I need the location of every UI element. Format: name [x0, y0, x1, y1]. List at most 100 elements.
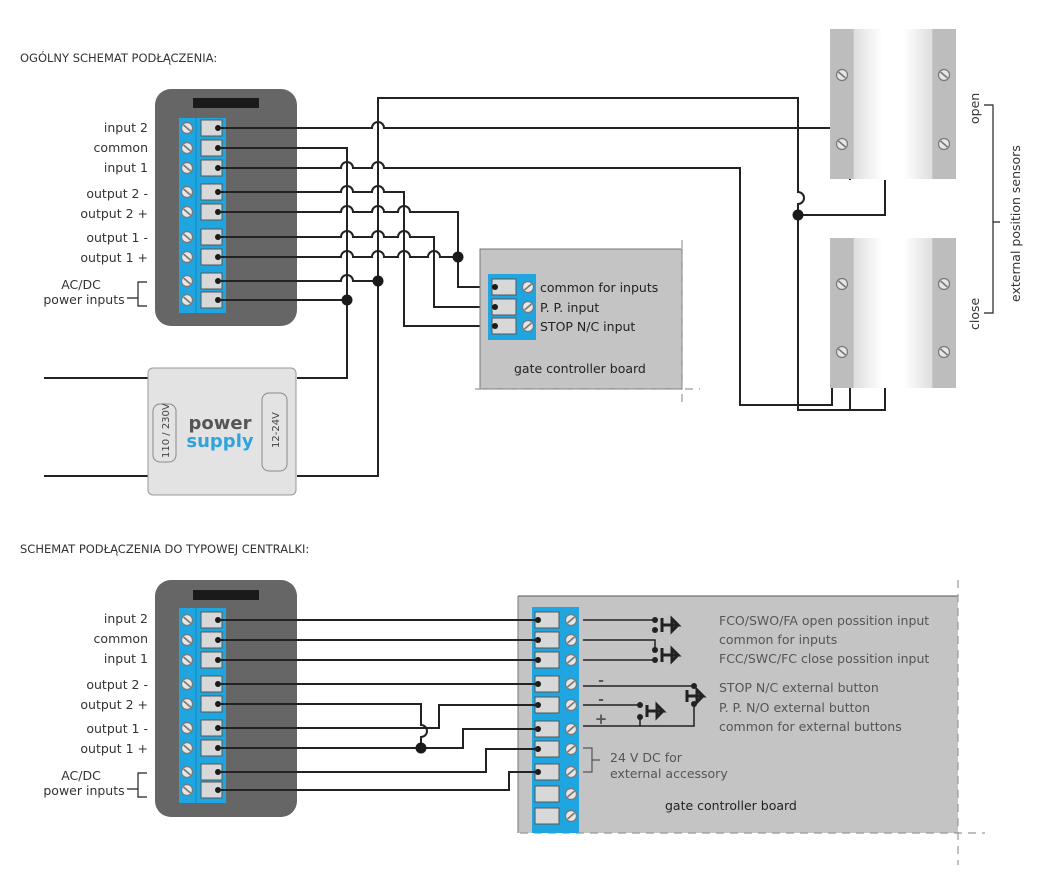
power-bracket — [127, 281, 147, 307]
wire-common-bus — [377, 97, 851, 411]
board-body — [518, 596, 958, 833]
junction-dot — [372, 275, 384, 287]
section1-wires — [44, 97, 886, 477]
wire-output1-plus — [218, 250, 458, 258]
label-output-1-plus: output 1 + — [80, 250, 148, 265]
wire-output1-plus — [218, 728, 538, 749]
terminal — [534, 785, 578, 803]
sensor-open-right — [904, 29, 956, 179]
label-output-2-plus: output 2 + — [80, 206, 148, 221]
position-sensors: open close external position sensors — [830, 29, 1023, 388]
terminal — [180, 159, 223, 177]
board-label-fco: FCO/SWO/FA open possition input — [719, 613, 929, 628]
label-output-2-minus: output 2 - — [86, 677, 148, 692]
terminal — [534, 675, 578, 693]
board-label-stop: STOP N/C input — [540, 319, 635, 334]
terminal — [534, 740, 578, 758]
gate-board-2: - - + FCO/SWO/FA open possition input co… — [517, 580, 985, 865]
stop-button-icon — [685, 686, 707, 706]
polarity-minus-2: - — [598, 692, 604, 708]
terminal-contact-dot — [492, 284, 498, 290]
wire-output1-minus — [218, 704, 538, 729]
module-connector — [193, 98, 259, 108]
supply-brand-power: power — [189, 413, 252, 434]
label-input-2: input 2 — [104, 120, 148, 135]
terminal — [180, 139, 223, 157]
supply-output-voltage: 12-24V — [271, 412, 282, 448]
module-labels: input 2 common input 1 output 2 - output… — [43, 120, 148, 307]
terminal — [180, 228, 223, 246]
section2-title: SCHEMAT PODŁĄCZENIA DO TYPOWEJ CENTRALKI… — [20, 542, 309, 556]
terminal-contact-dot — [492, 304, 498, 310]
switch-contacts: - - + — [583, 615, 707, 728]
wire-output2-minus — [218, 185, 490, 327]
wire-supply-minus — [297, 281, 379, 477]
label-output-1-plus: output 1 + — [80, 741, 148, 756]
close-switch-icon — [660, 645, 682, 665]
label-output-1-minus: output 1 - — [86, 721, 148, 736]
board-title: gate controller board — [514, 361, 646, 376]
terminal — [534, 807, 578, 825]
module-1: input 2 common input 1 output 2 - output… — [43, 89, 297, 326]
sensor-close-left — [830, 238, 882, 388]
terminal — [534, 611, 578, 629]
terminal — [180, 272, 223, 290]
label-external-position-sensors: external position sensors — [1008, 145, 1023, 302]
terminal — [180, 651, 223, 669]
terminal — [180, 203, 223, 221]
terminal — [180, 611, 223, 629]
terminal — [534, 720, 578, 738]
supply-brand-supply: supply — [186, 431, 253, 452]
open-switch-icon — [660, 615, 682, 635]
junction-dot — [452, 251, 464, 263]
junction-dot — [792, 209, 804, 221]
label-input-1: input 1 — [104, 160, 148, 175]
terminal — [180, 631, 223, 649]
sensor-open-left — [830, 29, 882, 179]
wire-input1 — [218, 161, 833, 406]
terminal — [534, 763, 578, 781]
wire-sensor-close-b — [798, 388, 886, 411]
wire-sensor-open-b — [798, 180, 886, 216]
gate-board-1: common for inputs P. P. input STOP N/C i… — [475, 240, 700, 402]
section2-wires — [218, 619, 538, 791]
wire-power-b — [218, 771, 538, 791]
label-power-inputs: power inputs — [43, 783, 124, 798]
polarity-minus-1: - — [598, 673, 604, 689]
label-common: common — [94, 140, 148, 155]
board-label-pp: P. P. input — [540, 300, 599, 315]
wire-input2 — [218, 121, 851, 180]
label-input-1: input 1 — [104, 651, 148, 666]
terminal — [180, 119, 223, 137]
board-label-stop-button: STOP N/C external button — [719, 680, 879, 695]
terminal — [534, 696, 578, 714]
terminal — [491, 317, 535, 335]
wire-power-a — [218, 748, 538, 773]
wire-output2-plus — [218, 703, 428, 748]
wire-mains — [44, 377, 150, 477]
terminal — [491, 298, 535, 316]
label-output-1-minus: output 1 - — [86, 230, 148, 245]
label-power-inputs: power inputs — [43, 292, 124, 307]
module-2: input 2 common input 1 output 2 - output… — [43, 580, 297, 817]
label-acdc: AC/DC — [61, 768, 101, 783]
label-output-2-plus: output 2 + — [80, 697, 148, 712]
board-title: gate controller board — [665, 798, 797, 813]
wire-power-a — [218, 274, 378, 282]
wire-supply-plus — [297, 300, 348, 379]
supply-body — [147, 367, 297, 496]
board-label-common-buttons: common for external buttons — [719, 719, 902, 734]
sensor-close-right — [904, 238, 956, 388]
module-connector — [193, 590, 259, 600]
junction-dot — [415, 742, 427, 754]
terminal — [180, 739, 223, 757]
terminal — [180, 291, 223, 309]
terminal — [180, 183, 223, 201]
wire-output2-plus — [218, 205, 490, 288]
wire-output1-minus — [218, 230, 490, 308]
terminal — [491, 278, 535, 296]
pp-button-icon — [645, 701, 667, 721]
label-output-2-minus: output 2 - — [86, 186, 148, 201]
terminal — [534, 631, 578, 649]
label-acdc: AC/DC — [61, 277, 101, 292]
